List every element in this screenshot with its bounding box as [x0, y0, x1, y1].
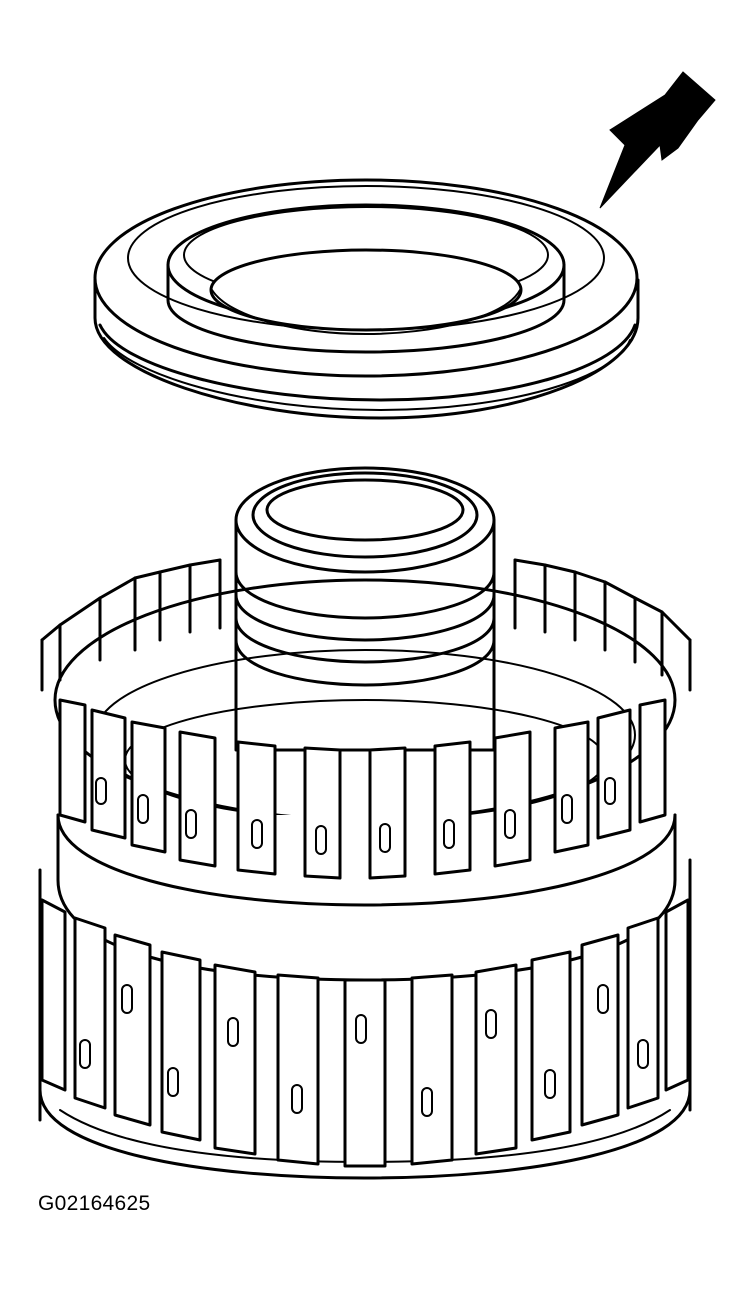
seal-ring	[93, 178, 640, 420]
hub-shaft	[234, 466, 496, 752]
upper-clutch-drum	[40, 558, 692, 982]
lower-clutch-drum	[38, 858, 692, 1180]
figure-id-label: G02164625	[38, 1192, 151, 1215]
arrow-pointing-down-left-icon	[599, 71, 716, 209]
